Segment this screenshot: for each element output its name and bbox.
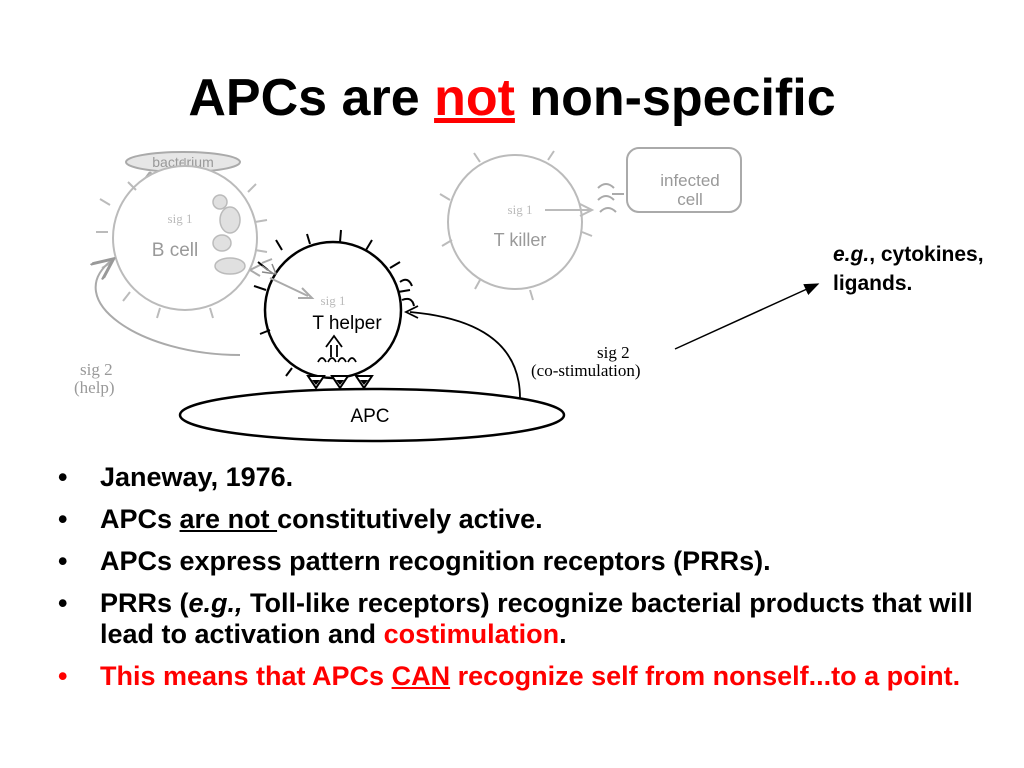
immune-diagram: bacterium sig 1 B cell infected cell sig… (74, 147, 820, 443)
infected-cell-line1: infected (660, 171, 720, 190)
bullet-1-text: Janeway, 1976. (100, 462, 294, 492)
b-cell-label: B cell (152, 240, 198, 261)
note-eg: e.g. (833, 243, 870, 266)
note-rest-1: , cytokines, (869, 243, 984, 266)
sig2-help-line1: sig 2 (80, 360, 113, 379)
bullet-2-pre: APCs (100, 504, 180, 534)
title-emphasis: not (434, 69, 515, 127)
bullet-5: This means that APCs CAN recognize self … (56, 661, 986, 692)
apc-label: APC (350, 406, 389, 427)
infected-cell-line2: cell (677, 190, 703, 209)
t-helper-cell: sig 1 T helper (253, 229, 415, 380)
help-arrow: sig 2 (help) (74, 260, 241, 397)
bullet-5-post: recognize self from nonself...to a point… (450, 661, 961, 691)
title-part-2: non-specific (514, 69, 836, 127)
note-line-2: ligands. (833, 272, 913, 295)
bullet-4-pre: PRRs ( (100, 588, 189, 618)
bullet-4-mid: Toll-like receptors) recognize bacterial… (100, 588, 973, 649)
sig2-help-line2: (help) (74, 378, 115, 397)
t-killer-cell: sig 1 T killer (439, 150, 595, 301)
bullet-5-underlined: CAN (391, 661, 451, 691)
apc-receptors (306, 375, 374, 390)
bullet-4-red: costimulation (383, 619, 560, 649)
t-helper-sig-label: sig 1 (321, 293, 346, 308)
sig2-costim-line2: (co-stimulation) (531, 361, 641, 380)
apc-cell: APC (178, 387, 566, 443)
bullet-list: Janeway, 1976. APCs are not constitutive… (56, 462, 986, 703)
bullet-2-post: constitutively active. (277, 504, 543, 534)
note-pointer-arrow (674, 283, 820, 350)
t-killer-label: T killer (494, 230, 547, 250)
slide-title: APCs are not non-specific (0, 62, 1024, 134)
bullet-5-pre: This means that APCs (100, 661, 392, 691)
bullet-4-end: . (559, 619, 567, 649)
sig2-costim-line1: sig 2 (597, 343, 630, 362)
bullet-3: APCs express pattern recognition recepto… (56, 546, 986, 577)
b-cell: sig 1 B cell (96, 158, 273, 319)
bullet-4-eg: e.g., (188, 588, 243, 618)
bullet-2-underlined: are not (179, 504, 278, 534)
bacterium-label: bacterium (152, 154, 213, 170)
costimulation-arrow: sig 2 (co-stimulation) (403, 305, 641, 399)
infected-cell: infected cell (597, 147, 742, 213)
annotation-note: e.g., cytokines, ligands. (833, 240, 984, 298)
b-cell-sig-label: sig 1 (168, 211, 193, 226)
t-helper-label: T helper (312, 313, 382, 334)
title-part-1: APCs are (188, 69, 435, 127)
bullet-3-text: APCs express pattern recognition recepto… (100, 546, 771, 576)
bullet-1: Janeway, 1976. (56, 462, 986, 493)
t-killer-sig-label: sig 1 (508, 202, 533, 217)
bullet-4: PRRs (e.g., Toll-like receptors) recogni… (56, 588, 986, 650)
bullet-2: APCs are not constitutively active. (56, 504, 986, 535)
